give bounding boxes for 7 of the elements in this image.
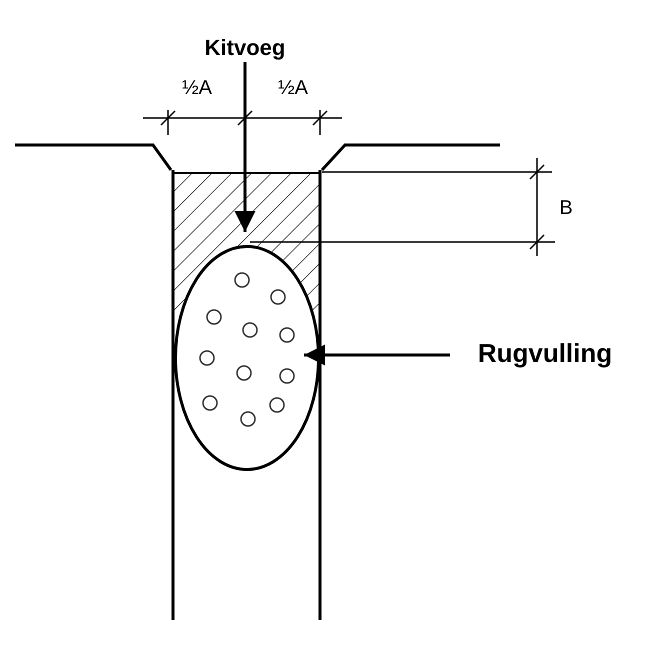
callout-label: Rugvulling xyxy=(478,336,612,370)
dimension-label: ½A xyxy=(180,78,214,98)
callout-label: Kitvoeg xyxy=(204,34,286,62)
dimension-label: B xyxy=(558,198,574,218)
arrow xyxy=(304,344,450,366)
arrow xyxy=(234,62,256,232)
dimension-label: ½A xyxy=(276,78,310,98)
